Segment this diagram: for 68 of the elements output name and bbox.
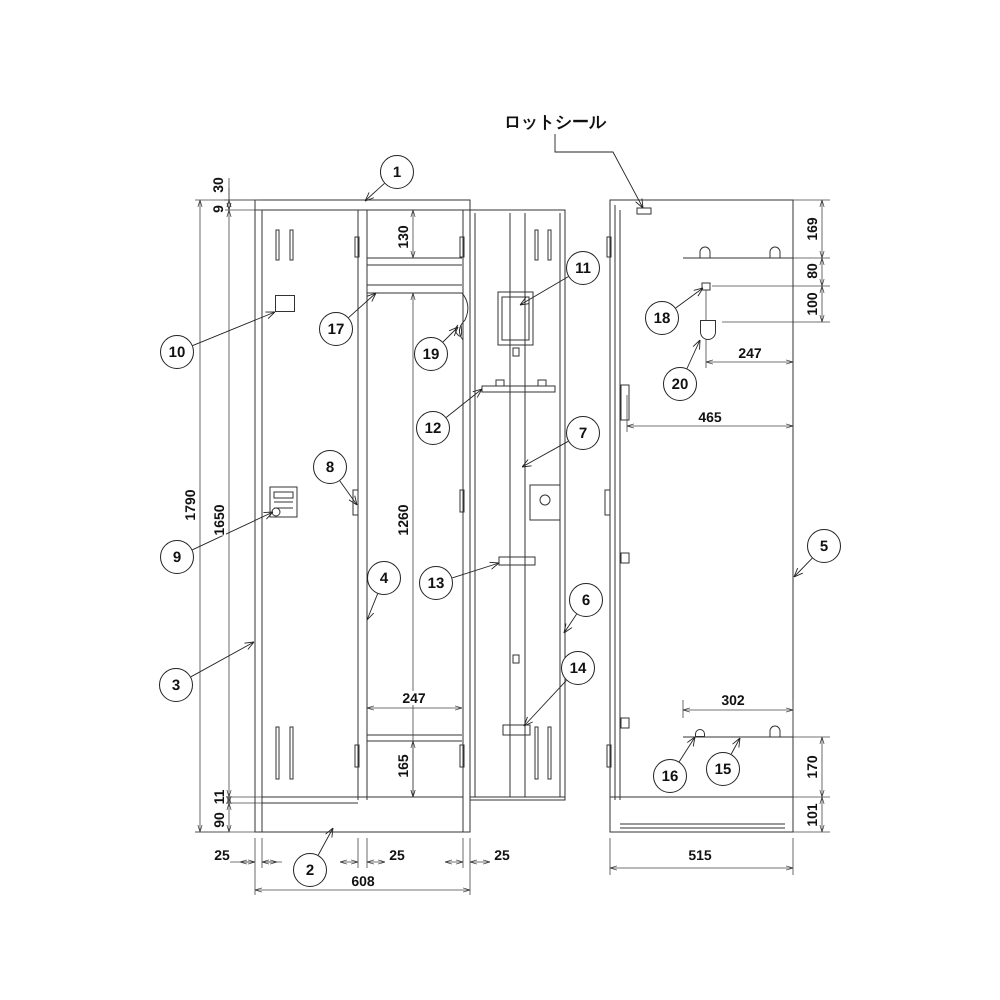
callout-number: 8 bbox=[313, 450, 347, 484]
dimension-label: 80 bbox=[805, 263, 819, 279]
callout-number: 6 bbox=[569, 583, 603, 617]
dimension-label: 170 bbox=[805, 755, 819, 779]
leader-line bbox=[554, 134, 644, 208]
dimension-label: 11 bbox=[212, 790, 226, 804]
callout-number: 14 bbox=[561, 651, 595, 685]
callout-number: 4 bbox=[367, 561, 401, 595]
callout-number: 10 bbox=[160, 335, 194, 369]
hook-holder-icon bbox=[700, 320, 716, 340]
leader-line bbox=[190, 642, 254, 678]
leader-line bbox=[364, 182, 385, 202]
callout-number: 19 bbox=[414, 337, 448, 371]
leader-line bbox=[192, 512, 274, 550]
callout-number: 5 bbox=[807, 529, 841, 563]
callout-number: 17 bbox=[319, 312, 353, 346]
leader-line bbox=[522, 440, 569, 468]
dimension-label: 247 bbox=[402, 691, 426, 705]
dimension-label: 165 bbox=[396, 754, 410, 778]
dimension-label: 608 bbox=[351, 874, 375, 888]
dimension-label: 1260 bbox=[396, 504, 410, 536]
leader-line bbox=[794, 558, 813, 578]
leader-line bbox=[192, 312, 276, 346]
callout-number: 11 bbox=[566, 251, 600, 285]
plate-icon bbox=[275, 295, 295, 312]
leader-line bbox=[678, 736, 696, 762]
leader-line bbox=[452, 562, 500, 578]
leader-line bbox=[348, 292, 376, 318]
callout-number: 1 bbox=[380, 155, 414, 189]
dimension-label: 25 bbox=[214, 848, 230, 862]
callout-number: 15 bbox=[706, 752, 740, 786]
dimension-label: 90 bbox=[212, 812, 226, 828]
bracket-icon bbox=[695, 729, 705, 737]
dimension-label: 1650 bbox=[212, 504, 226, 536]
dimension-label: 1790 bbox=[183, 489, 197, 521]
callout-number: 12 bbox=[416, 411, 450, 445]
callout-number: 18 bbox=[645, 301, 679, 335]
leader-line bbox=[524, 680, 567, 726]
dimension-label: 9 bbox=[211, 205, 225, 213]
dimension-label: 302 bbox=[721, 693, 745, 707]
callout-number: 13 bbox=[419, 566, 453, 600]
dimension-label: 30 bbox=[211, 177, 225, 193]
leader-line bbox=[564, 614, 578, 634]
callout-number: 16 bbox=[653, 759, 687, 793]
leader-line bbox=[442, 326, 458, 342]
leader-line bbox=[686, 340, 700, 369]
callout-number: 3 bbox=[159, 668, 193, 702]
leader-line bbox=[446, 388, 482, 418]
dimension-label: 100 bbox=[805, 292, 819, 316]
dimension-label: 25 bbox=[389, 848, 405, 862]
dimension-label: 25 bbox=[494, 848, 510, 862]
leader-line bbox=[366, 593, 378, 620]
dimension-label: 247 bbox=[738, 346, 762, 360]
dimension-label: 101 bbox=[805, 803, 819, 827]
leader-line bbox=[730, 738, 740, 755]
dimension-label: 515 bbox=[688, 848, 712, 862]
callout-number: 7 bbox=[566, 416, 600, 450]
dimension-label: 130 bbox=[396, 225, 410, 249]
leader-line bbox=[675, 288, 704, 308]
leader-line bbox=[318, 828, 334, 856]
callout-number: 20 bbox=[663, 367, 697, 401]
callout-number: 2 bbox=[293, 853, 327, 887]
dimension-label: 465 bbox=[698, 410, 722, 424]
dimension-label: 169 bbox=[805, 217, 819, 241]
callout-label: ロットシール bbox=[504, 114, 606, 130]
leader-line bbox=[520, 276, 569, 306]
callout-number: 9 bbox=[160, 540, 194, 574]
leader-line bbox=[339, 480, 358, 506]
